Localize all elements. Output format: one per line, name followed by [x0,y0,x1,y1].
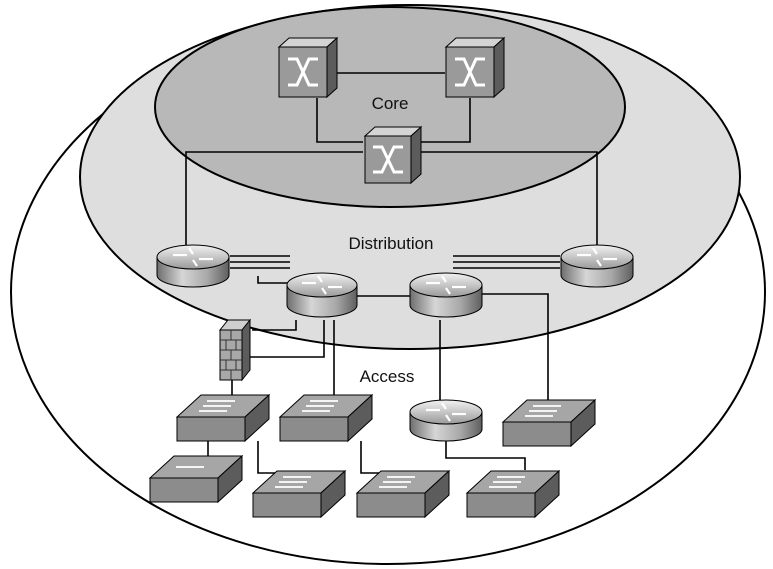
access-switch-1[interactable] [175,393,271,443]
switch-x-icon [288,57,318,87]
switch-arrows-icon [525,405,561,417]
router-arrows-icon [426,275,466,295]
switch-x-icon [373,145,403,174]
core-switch-3[interactable] [363,125,423,185]
router-arrows-icon [577,247,617,267]
access-label: Access [360,367,415,386]
network-links [185,72,598,474]
distribution-router-3[interactable] [286,272,358,318]
router-arrows-icon [173,247,213,267]
access-router[interactable] [409,399,483,442]
distribution-router-4[interactable] [409,272,483,318]
core-layer-ellipse [154,6,626,208]
switch-x-icon [455,57,485,87]
core-switch-2[interactable] [444,36,506,99]
access-switch-7[interactable] [465,469,561,519]
access-switch-2[interactable] [278,393,374,443]
switch-arrows-icon [199,400,235,412]
switch-arrows-icon [379,476,415,488]
brick-wall-icon [220,330,242,380]
access-switch-5[interactable] [251,469,347,519]
firewall[interactable] [218,318,252,382]
core-label: Core [372,94,409,113]
access-switch-4[interactable] [148,454,244,504]
access-switch-3[interactable] [501,398,597,448]
switch-arrows-icon [489,476,525,488]
router-arrows-icon [426,402,466,422]
distribution-label: Distribution [348,234,433,253]
switch-arrows-icon [275,476,311,488]
distribution-router-1[interactable] [156,244,230,288]
router-arrows-icon [302,275,342,295]
core-switch-1[interactable] [277,36,339,99]
distribution-router-2[interactable] [560,244,634,288]
switch-arrows-icon [302,400,338,412]
access-switch-6[interactable] [355,469,451,519]
